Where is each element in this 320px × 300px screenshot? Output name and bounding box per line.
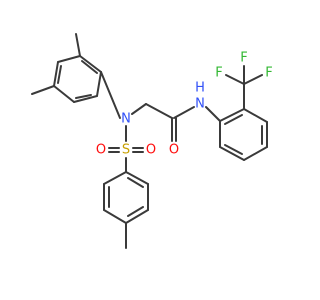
atom-n-amide: N	[195, 97, 205, 112]
atom-n-sulfonamide: N	[121, 112, 131, 127]
bond-carbonyl-nh	[173, 106, 195, 119]
atom-o-carbonyl: O	[169, 143, 179, 158]
atom-o-sulfonyl-right: O	[146, 143, 156, 158]
bond-ring-n	[100, 71, 121, 119]
bond-cf3-f-right	[243, 74, 263, 85]
trifluoromethylphenyl-ring	[219, 108, 268, 161]
bond-ch2-carbonyl	[145, 103, 173, 119]
atom-f-right: F	[265, 66, 272, 81]
bond-cf3-f-left	[225, 74, 245, 85]
methyl-top	[75, 33, 81, 57]
atom-f-top: F	[240, 51, 247, 66]
atom-f-left: F	[215, 66, 222, 81]
dimethylphenyl-ring	[53, 55, 102, 103]
bond-nh-ring	[205, 106, 221, 122]
atom-h-amide: H	[195, 81, 205, 96]
atom-o-sulfonyl-left: O	[96, 143, 106, 158]
atom-s: S	[122, 143, 130, 158]
tolyl-ring	[103, 171, 149, 224]
molecule-structure: N H N S O O O F F F	[31, 33, 273, 249]
atom-labels: N H N S O O O F F F	[96, 51, 273, 158]
methyl-left	[31, 85, 55, 95]
bond-n-ch2	[131, 103, 147, 115]
